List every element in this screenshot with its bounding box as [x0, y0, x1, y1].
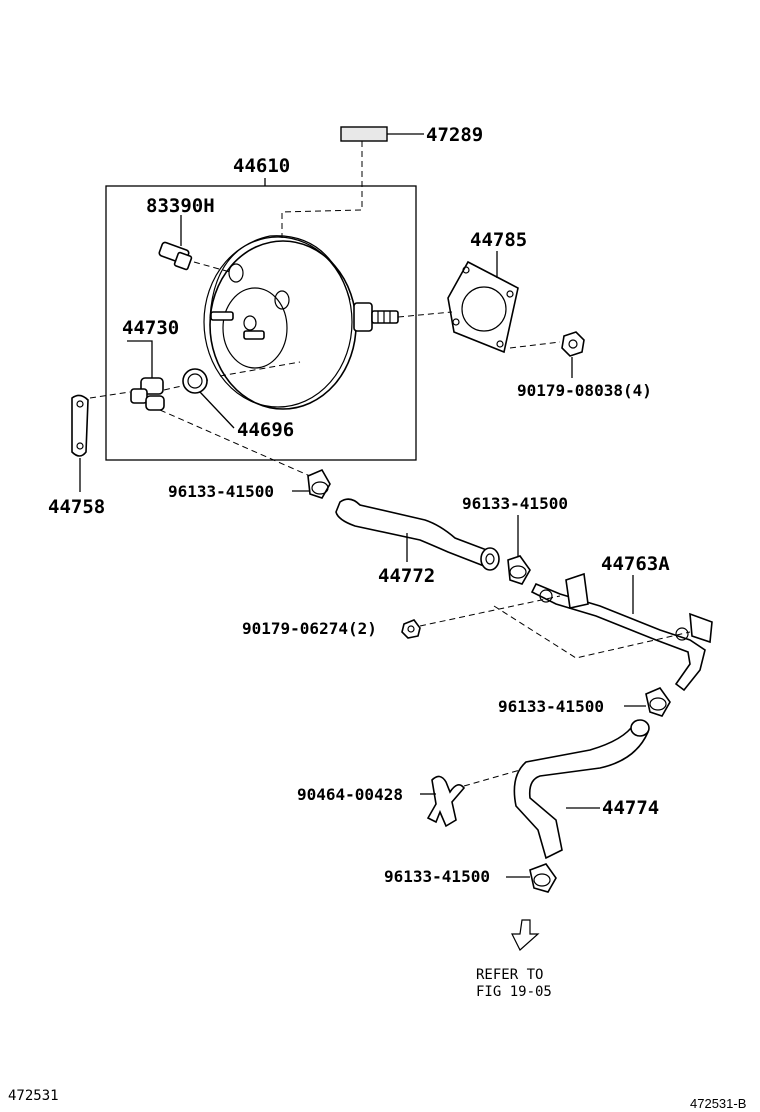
part-44772-hose: [335, 498, 500, 571]
leader-44730: [127, 340, 153, 378]
label-90179-08038: 90179-08038(4): [517, 381, 652, 400]
dash-47289: [281, 141, 363, 238]
dash-bolt-right: [493, 605, 691, 659]
dash-90464: [463, 769, 521, 787]
part-44763a-pipe: [530, 572, 713, 692]
dash-bolt-left: [419, 595, 561, 627]
part-90179-06274-nut: [401, 619, 421, 639]
label-44758: 44758: [48, 496, 105, 518]
assembly-frame-44610: [105, 185, 417, 461]
label-44763a: 44763A: [601, 553, 670, 575]
part-96133-clamp-b: [507, 555, 531, 585]
label-44610: 44610: [233, 155, 290, 177]
part-44758-bracket: [71, 394, 89, 457]
part-44730-check-valve: [130, 377, 165, 411]
dash-83390h: [193, 261, 231, 273]
part-96133-clamp-d: [529, 863, 557, 893]
label-44696: 44696: [237, 419, 294, 441]
part-90464-clip: [426, 775, 466, 828]
label-44772: 44772: [378, 565, 435, 587]
label-44774: 44774: [602, 797, 659, 819]
label-83390h: 83390H: [146, 195, 215, 217]
label-96133-a: 96133-41500: [168, 482, 274, 501]
part-44696-grommet: [182, 368, 208, 394]
part-brake-booster: [203, 235, 399, 410]
figure-number-left: 472531: [8, 1088, 59, 1104]
dash-44758: [89, 391, 131, 399]
refer-arrow-icon: [511, 919, 540, 951]
dash-44730b: [219, 361, 301, 377]
label-44730: 44730: [122, 317, 179, 339]
part-96133-clamp-a: [307, 468, 331, 499]
part-96133-clamp-c: [645, 687, 671, 717]
part-44774-hose: [513, 719, 650, 860]
part-44785-gasket: [447, 260, 519, 354]
refer-text-line2: FIG 19-05: [476, 984, 552, 1000]
label-47289: 47289: [426, 124, 483, 146]
part-47289-tag: [340, 126, 388, 142]
dash-90179-08038: [509, 341, 561, 349]
dash-pushrod: [397, 311, 453, 318]
leader-44696: [199, 391, 235, 429]
label-96133-b: 96133-41500: [462, 494, 568, 513]
figure-number-right: 472531-B: [690, 1096, 746, 1111]
label-96133-c: 96133-41500: [498, 697, 604, 716]
refer-text-line1: REFER TO: [476, 967, 543, 983]
part-90179-08038-nut: [561, 331, 585, 357]
dash-valve-to-hose: [159, 409, 311, 477]
label-90179-06274: 90179-06274(2): [242, 619, 377, 638]
label-96133-d: 96133-41500: [384, 867, 490, 886]
label-44785: 44785: [470, 229, 527, 251]
label-90464: 90464-00428: [297, 785, 403, 804]
part-83390h-sensor: [158, 241, 193, 271]
